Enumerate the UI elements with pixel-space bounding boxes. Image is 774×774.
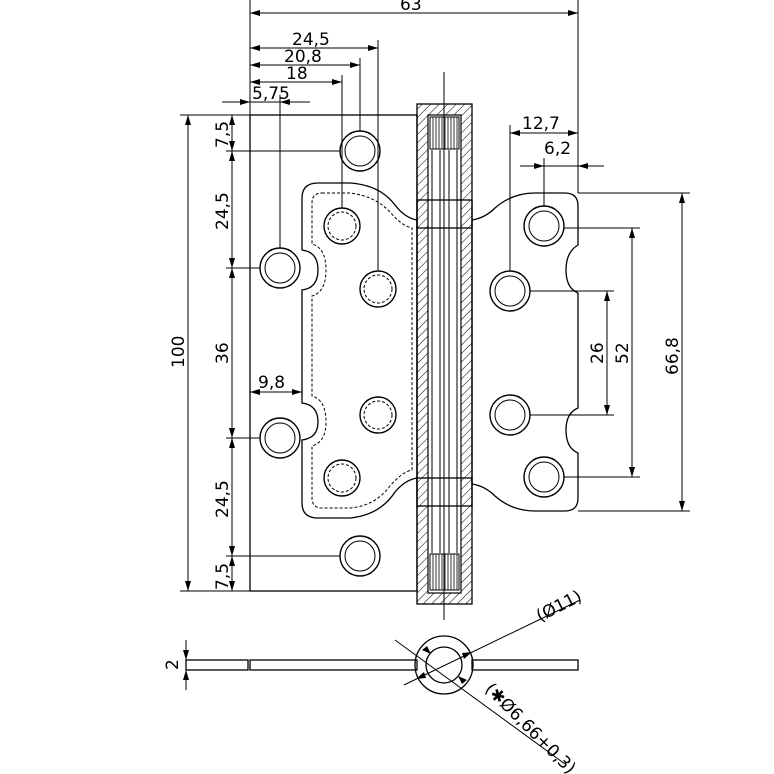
left-leaf (249, 114, 418, 592)
dim-66-8: 66,8 (663, 337, 683, 375)
dim-7-5-top: 7,5 (213, 121, 233, 148)
dim-26: 26 (588, 342, 608, 364)
dim-12-7: 12,7 (522, 114, 560, 134)
right-dimensions: 66,8 52 26 (530, 192, 690, 512)
right-leaf (471, 192, 579, 512)
section-view: 2 (Ø11) (✱Ø6,66+0,3) (163, 587, 585, 774)
dim-9-8: 9,8 (258, 373, 285, 393)
dim-24-5-left-bottom: 24,5 (213, 480, 233, 518)
dim-5-75: 5,75 (252, 84, 290, 104)
dim-52: 52 (613, 342, 633, 364)
dim-100: 100 (169, 336, 189, 368)
dim-63: 63 (400, 0, 422, 15)
dim-6-2: 6,2 (544, 139, 571, 159)
inner-butterfly-leaf (301, 182, 418, 519)
dim-18: 18 (286, 64, 308, 84)
dim-2: 2 (163, 659, 183, 670)
dim-phi-11: (Ø11) (533, 587, 585, 627)
dim-36: 36 (213, 342, 233, 364)
left-dimensions: 100 7,5 24,5 36 24,5 7,5 9,8 (169, 114, 340, 592)
dim-24-5-top: 24,5 (292, 30, 330, 50)
dim-20-8: 20,8 (284, 47, 322, 67)
dim-7-5-bottom: 7,5 (213, 563, 233, 590)
dim-24-5-left-top: 24,5 (213, 192, 233, 230)
hinge-knuckle (416, 72, 473, 620)
dim-phi-6-66: (✱Ø6,66+0,3) (480, 679, 579, 774)
mounting-holes (259, 130, 565, 577)
top-dimensions: 63 24,5 20,8 18 5,75 12,7 6,2 (222, 0, 604, 271)
